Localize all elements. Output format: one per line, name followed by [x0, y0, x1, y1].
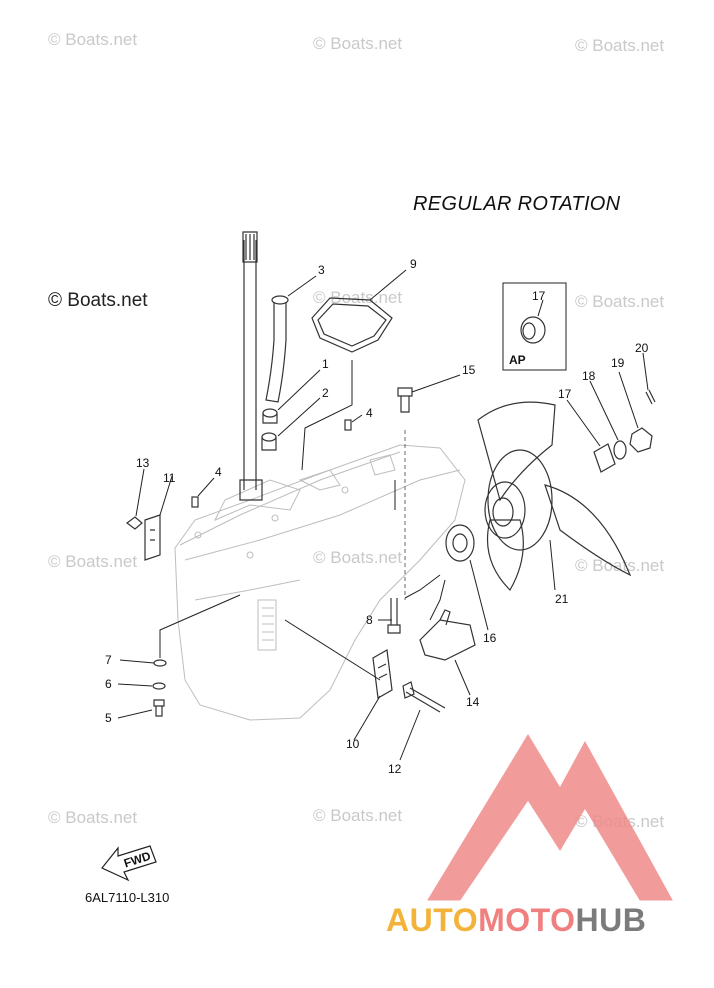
- watermark: © Boats.net: [48, 30, 138, 49]
- brand-part-auto: AUTO: [386, 902, 479, 938]
- washer-6: [152, 682, 166, 690]
- callout-17: 17: [558, 387, 572, 401]
- leader-lines: [117, 269, 649, 761]
- watermark: © Boats.net: [575, 292, 665, 311]
- brand-wordmark: AUTOMOTOHUB: [386, 902, 646, 939]
- spacer-16: [445, 524, 475, 562]
- bolt-8: [387, 598, 401, 634]
- dowel-pin: [344, 419, 352, 431]
- cotter-pin-20: [645, 389, 656, 405]
- spacer-17: [593, 443, 616, 473]
- callout-15: 15: [462, 363, 476, 377]
- drawing-code: 6AL7110-L310: [85, 890, 170, 905]
- watermark: © Boats.net: [575, 36, 665, 55]
- watermark: © Boats.net: [575, 556, 665, 575]
- propeller-21: [477, 401, 632, 591]
- trim-tab-14: [419, 609, 476, 661]
- watermark: © Boats.net: [48, 552, 138, 571]
- callout-9: 9: [410, 257, 417, 271]
- callout-16: 16: [483, 631, 497, 645]
- callout-20: 20: [635, 341, 649, 355]
- callout-5: 5: [105, 711, 112, 725]
- fwd-arrow-icon: FWD: [101, 845, 157, 882]
- callouts: 3 9 1 2 4 4 11 13 15 17 AP 17 18 19 20 2…: [105, 257, 649, 776]
- assembly-lines: [351, 360, 406, 600]
- nut-13: [126, 516, 143, 530]
- watermark: © Boats.net: [313, 806, 403, 825]
- washer-18: [613, 440, 627, 460]
- bolt-12: [402, 681, 446, 713]
- grommets: [261, 408, 278, 451]
- callout-14: 14: [466, 695, 480, 709]
- callout-19: 19: [611, 356, 625, 370]
- watermark: © Boats.net: [48, 808, 138, 827]
- callout-2: 2: [322, 386, 329, 400]
- callout-3: 3: [318, 263, 325, 277]
- callout-10: 10: [346, 737, 360, 751]
- callout-4: 4: [215, 465, 222, 479]
- watermark: © Boats.net: [313, 548, 403, 567]
- watermark: © Boats.net: [313, 288, 403, 307]
- dowel-pin: [191, 496, 199, 508]
- callout-8: 8: [366, 613, 373, 627]
- callout-17-ap: 17: [532, 289, 546, 303]
- plate-11: [144, 514, 161, 561]
- water-tube: [265, 295, 289, 403]
- watermark: © Boats.net: [48, 290, 148, 311]
- brand-part-moto: MOTO: [478, 902, 576, 938]
- anode-10: [372, 649, 393, 699]
- washer-7: [153, 659, 167, 667]
- callout-6: 6: [105, 677, 112, 691]
- bolt-5: [153, 699, 165, 717]
- brand-part-hub: HUB: [575, 902, 647, 938]
- lower-case-outline: [174, 444, 466, 721]
- callout-1: 1: [322, 357, 329, 371]
- callout-13: 13: [136, 456, 150, 470]
- ap-label: AP: [509, 353, 526, 367]
- callout-7: 7: [105, 653, 112, 667]
- ap-inset: [502, 282, 567, 371]
- nut-19: [629, 427, 653, 453]
- callout-4: 4: [366, 406, 373, 420]
- gasket: [311, 297, 393, 353]
- watermark: © Boats.net: [313, 34, 403, 53]
- drive-shaft: [239, 231, 263, 501]
- callout-11: 11: [163, 471, 176, 485]
- diagram-title: REGULAR ROTATION: [413, 193, 621, 215]
- callout-12: 12: [388, 762, 402, 776]
- callout-18: 18: [582, 369, 596, 383]
- callout-21: 21: [555, 592, 569, 606]
- bolt-15: [397, 387, 413, 413]
